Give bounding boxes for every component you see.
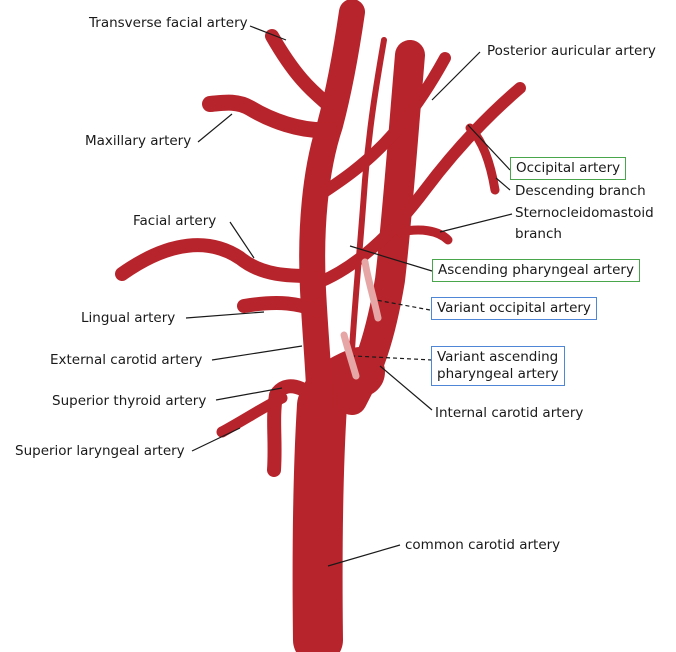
label-variant-ascending-pharyngeal-artery-box: Variant ascending pharyngeal artery — [431, 346, 565, 386]
label-variant-occipital-artery-box: Variant occipital artery — [431, 297, 597, 320]
label-lingual-artery: Lingual artery — [81, 310, 175, 327]
label-variant-occipital-artery: Variant occipital artery — [437, 300, 591, 316]
lingual-artery-vessel — [244, 303, 315, 310]
leader-internal-carotid — [380, 366, 432, 410]
occipital-descending-branch-vessel — [470, 128, 495, 190]
label-occipital-artery-box: Occipital artery — [510, 157, 626, 180]
label-transverse-facial-artery: Transverse facial artery — [89, 15, 248, 32]
leader-maxillary — [198, 114, 232, 142]
facial-artery-vessel — [122, 245, 312, 276]
label-common-carotid-artery: common carotid artery — [405, 537, 560, 554]
leader-lingual — [186, 312, 264, 318]
leader-sternocleidomastoid — [440, 214, 512, 232]
label-ascending-pharyngeal-artery: Ascending pharyngeal artery — [438, 262, 634, 278]
transverse-facial-artery-vessel — [272, 36, 334, 110]
label-variant-ascending-line1: Variant ascending — [437, 349, 559, 366]
label-ascending-pharyngeal-artery-box: Ascending pharyngeal artery — [432, 259, 640, 282]
label-descending-branch: Descending branch — [515, 183, 646, 200]
leader-superior-laryngeal — [192, 428, 240, 451]
leader-external-carotid — [212, 346, 302, 360]
label-internal-carotid-artery: Internal carotid artery — [435, 405, 583, 422]
label-sternocleidomastoid-branch-line1: Sternocleidomastoid — [515, 205, 654, 222]
label-variant-ascending-line2: pharyngeal artery — [437, 366, 559, 383]
label-external-carotid-artery: External carotid artery — [50, 352, 202, 369]
label-facial-artery: Facial artery — [133, 213, 216, 230]
maxillary-artery-vessel — [210, 103, 330, 131]
label-sternocleidomastoid-branch-line2: branch — [515, 226, 562, 243]
label-superior-thyroid-artery: Superior thyroid artery — [52, 393, 206, 410]
label-superior-laryngeal-artery: Superior laryngeal artery — [15, 443, 185, 460]
label-occipital-artery: Occipital artery — [516, 160, 620, 176]
label-maxillary-artery: Maxillary artery — [85, 133, 191, 150]
label-posterior-auricular-artery: Posterior auricular artery — [487, 43, 656, 60]
